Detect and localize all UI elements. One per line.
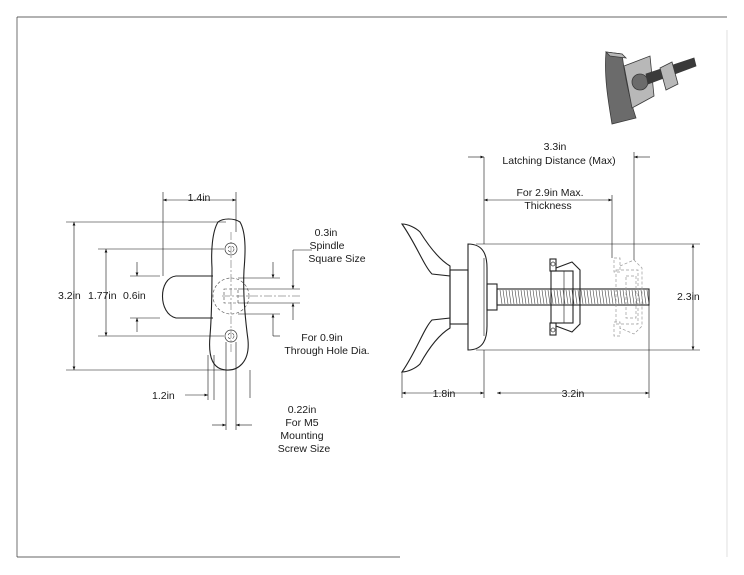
latching-distance-value: 3.3in [544, 141, 567, 153]
side-view: 2.3in 3.3in Latching Distance (Max) For … [400, 141, 700, 400]
dim-total-height-label: 3.2in [58, 290, 81, 302]
latch-cam [549, 258, 581, 336]
through-hole [212, 277, 250, 315]
dim-screw-spacing-label: 1.77in [88, 290, 117, 302]
sheet-border [16, 16, 728, 558]
handle-body [209, 218, 249, 371]
through-hole-line2: Through Hole Dia. [284, 345, 369, 357]
screw-size-value: 0.22in [288, 404, 317, 416]
max-thickness-line2: Thickness [524, 200, 571, 212]
iso-view [604, 51, 697, 125]
front-view: 1.4in 3.2in 1.77in 0.6in 0.3in Spindle S… [58, 192, 370, 455]
dim-handle-height-label: 2.3in [677, 291, 700, 303]
latching-distance-label: Latching Distance (Max) [502, 155, 615, 167]
iso-cam [659, 61, 679, 91]
screw-size-line2: For M5 [285, 417, 318, 429]
latch-cam-phantom [613, 257, 643, 337]
iso-boss [631, 73, 649, 91]
dim-spindle-length-label: 3.2in [562, 388, 585, 400]
screw-size-line3: Mounting [280, 430, 323, 442]
spindle-square-line2: Spindle [309, 240, 344, 252]
spindle-square-value: 0.3in [315, 227, 338, 239]
t-handle-profile [400, 223, 451, 373]
max-thickness-line1: For 2.9in Max. [516, 187, 583, 199]
escutcheon-plate [467, 243, 488, 351]
through-hole-line1: For 0.9in [301, 332, 343, 344]
spindle-square-line3: Square Size [308, 253, 365, 265]
dim-width-label: 1.4in [188, 192, 211, 204]
dim-boss-width-label: 1.2in [152, 390, 175, 402]
screw-size-line4: Screw Size [278, 443, 331, 455]
spindle-thread [499, 289, 650, 305]
dim-handle-depth-label: 1.8in [433, 388, 456, 400]
dim-spindle-offset-label: 0.6in [123, 290, 146, 302]
handle-boss [162, 275, 213, 319]
handle-boss-side [449, 269, 469, 325]
